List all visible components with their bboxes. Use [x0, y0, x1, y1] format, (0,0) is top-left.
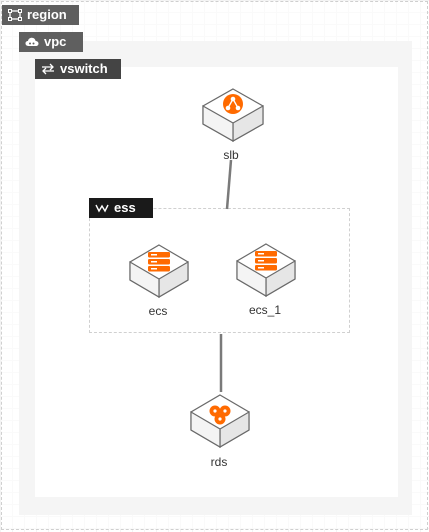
ecs-1-label: ecs_1 — [248, 303, 282, 317]
ecs-label: ecs — [148, 304, 168, 318]
node-rds[interactable]: rds — [189, 393, 251, 469]
load-balancer-icon — [223, 94, 243, 114]
vpc-label: vpc — [44, 34, 67, 49]
region-label: region — [27, 7, 67, 22]
server-node-shape — [236, 243, 296, 298]
node-slb[interactable]: slb — [201, 87, 265, 162]
node-ecs[interactable]: ecs — [128, 243, 190, 318]
edge-slb-ess[interactable] — [225, 159, 233, 210]
region-icon — [8, 9, 22, 21]
slb-label: slb — [223, 148, 239, 162]
rds-label: rds — [210, 455, 228, 469]
scaling-icon — [95, 204, 109, 213]
node-ecs-1[interactable]: ecs_1 — [235, 242, 297, 317]
region-tag[interactable]: region — [2, 5, 79, 25]
vswitch-tag[interactable]: vswitch — [35, 59, 121, 79]
server-stack-icon — [255, 251, 277, 271]
server-node-shape — [129, 244, 189, 299]
load-balancer-node-shape — [202, 88, 264, 143]
cloud-icon — [25, 37, 39, 46]
database-cluster-icon — [209, 405, 231, 425]
switch-arrows-icon — [42, 63, 54, 75]
ess-label: ess — [114, 200, 136, 215]
ess-tag[interactable]: ess — [89, 198, 153, 218]
server-stack-icon — [148, 252, 170, 272]
database-node-shape — [190, 394, 250, 449]
vpc-tag[interactable]: vpc — [19, 32, 83, 52]
vswitch-label: vswitch — [60, 61, 108, 76]
